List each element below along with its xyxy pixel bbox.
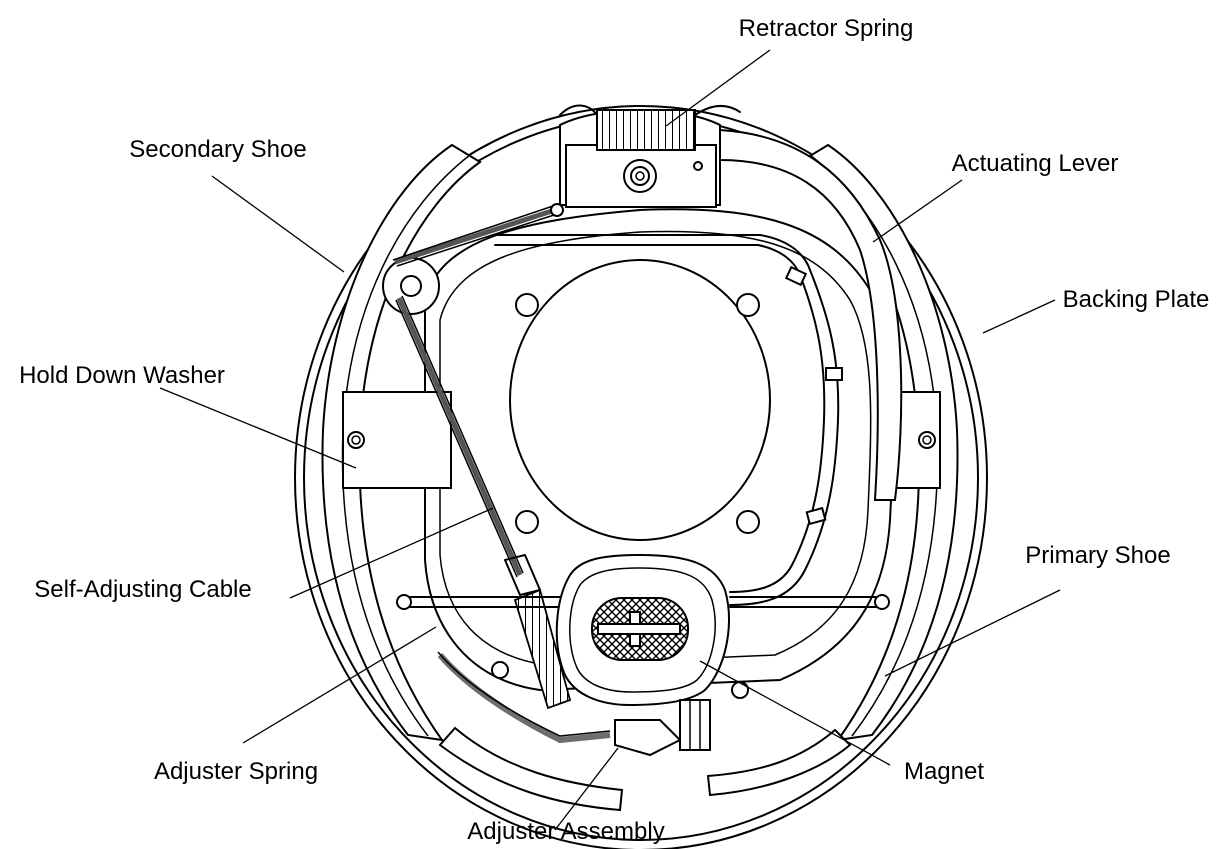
leader-lines [159, 49, 1061, 831]
label-secondary-shoe: Secondary Shoe [129, 136, 306, 163]
hub [509, 259, 771, 541]
leader-hold-down-washer [159, 387, 357, 469]
leader-secondary-shoe [211, 175, 345, 273]
leader-adjuster-spring [242, 626, 437, 744]
mount-hole [736, 510, 760, 534]
lower-shoe-segments [438, 726, 852, 812]
label-magnet: Magnet [904, 758, 984, 785]
hold-down-washer [342, 391, 452, 489]
label-backing-plate: Backing Plate [1063, 286, 1210, 313]
mount-hole [515, 293, 539, 317]
actuating-lever [494, 128, 903, 606]
label-self-adjusting-cable: Self-Adjusting Cable [34, 576, 251, 603]
label-retractor-spring: Retractor Spring [739, 15, 914, 42]
leader-retractor-spring [665, 49, 771, 127]
label-adjuster-spring: Adjuster Spring [154, 758, 318, 785]
retractor-spring [559, 104, 741, 151]
adjuster-spring [437, 588, 611, 744]
labels: Retractor Spring Secondary Shoe Actuatin… [19, 15, 1209, 845]
adjuster-rod [396, 594, 890, 610]
leader-backing-plate [982, 299, 1056, 334]
label-adjuster-assembly: Adjuster Assembly [467, 818, 664, 845]
label-primary-shoe: Primary Shoe [1025, 542, 1170, 569]
mount-hole [736, 293, 760, 317]
leader-adjuster-assembly [554, 747, 619, 831]
leader-self-adjusting-cable [289, 507, 494, 599]
leader-magnet [699, 660, 891, 766]
self-adjusting-cable [382, 203, 564, 596]
leader-primary-shoe [884, 589, 1061, 677]
leader-actuating-lever [872, 179, 963, 243]
mount-hole [515, 510, 539, 534]
label-hold-down-washer: Hold Down Washer [19, 362, 225, 389]
label-actuating-lever: Actuating Lever [952, 150, 1119, 177]
adjuster-assembly [614, 681, 749, 757]
magnet [555, 553, 730, 707]
